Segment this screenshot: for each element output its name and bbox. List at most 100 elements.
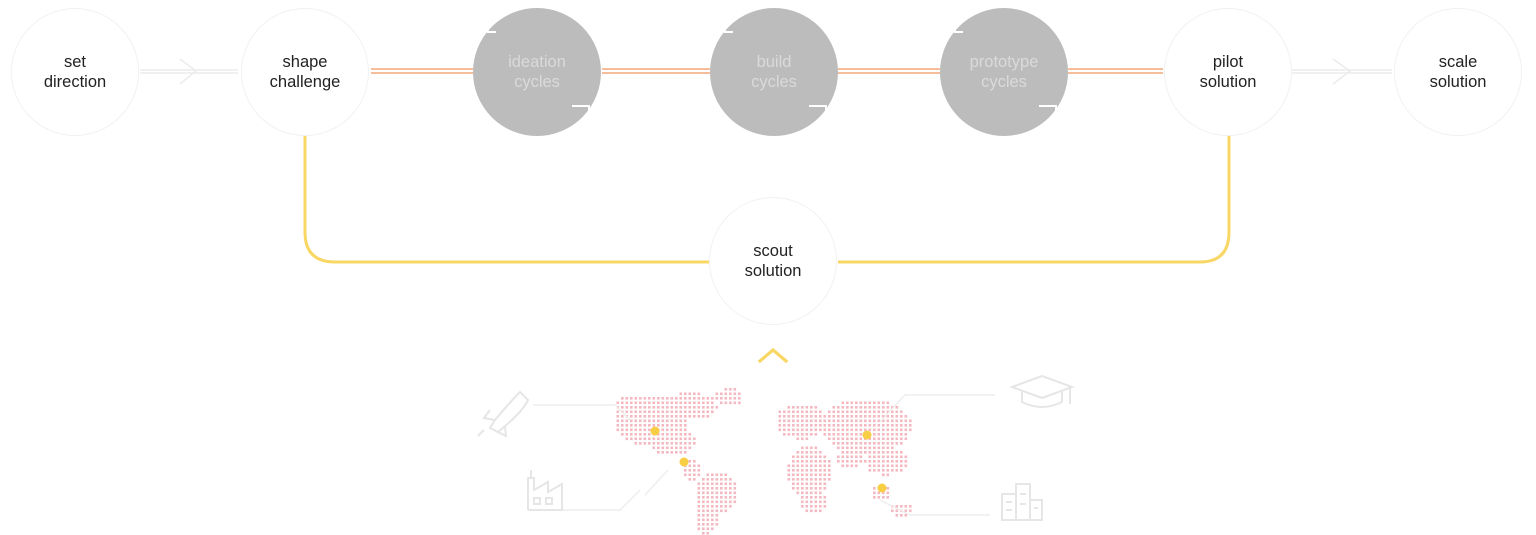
map-dot xyxy=(837,446,840,450)
map-dot xyxy=(801,415,804,418)
map-dot xyxy=(666,401,669,405)
map-dot xyxy=(666,437,669,441)
map-dot xyxy=(657,410,660,414)
map-dot xyxy=(661,415,665,418)
map-dot xyxy=(792,428,795,432)
map-dot xyxy=(895,419,899,423)
node-label-line2: solution xyxy=(1429,73,1487,91)
map-dot xyxy=(823,469,827,472)
map-dot xyxy=(697,491,701,495)
node-shape-challenge[interactable]: shape challenge xyxy=(241,8,369,136)
node-label-line1: prototype xyxy=(969,53,1039,71)
map-dot xyxy=(679,428,683,432)
node-label-line1: pilot xyxy=(1212,53,1244,71)
map-dot xyxy=(819,415,822,418)
map-dot xyxy=(832,406,836,409)
map-dot xyxy=(841,437,845,441)
map-dot xyxy=(819,451,822,454)
map-dot xyxy=(886,460,890,463)
map-dot xyxy=(702,509,705,513)
map-dot xyxy=(666,415,669,418)
map-dot xyxy=(702,514,705,517)
map-dot xyxy=(621,419,624,423)
map-dot xyxy=(900,505,903,508)
map-dot xyxy=(841,401,845,405)
map-dot xyxy=(805,437,809,441)
map-dot xyxy=(634,442,638,445)
map-dot xyxy=(792,424,795,427)
map-dot xyxy=(792,478,795,481)
map-dot xyxy=(828,433,831,436)
map-markers xyxy=(650,426,887,493)
map-dot xyxy=(868,464,872,468)
map-dot xyxy=(909,424,912,427)
map-dot xyxy=(724,482,728,486)
map-dot xyxy=(805,505,809,508)
map-dot xyxy=(729,397,732,400)
map-dot xyxy=(666,397,669,400)
map-dot xyxy=(814,482,818,486)
map-dot xyxy=(850,446,854,450)
map-dot xyxy=(729,496,732,499)
map-dot xyxy=(805,473,809,477)
map-dot xyxy=(724,388,728,391)
factory-icon xyxy=(527,470,563,511)
map-dot xyxy=(657,433,660,436)
map-dot xyxy=(657,437,660,441)
map-dot xyxy=(787,419,791,423)
map-dot xyxy=(823,433,827,436)
map-dot xyxy=(648,424,651,427)
map-dot xyxy=(805,433,809,436)
node-ideation-cycles[interactable]: ideation cycles xyxy=(473,8,601,136)
map-dot xyxy=(859,433,863,436)
node-scale-solution[interactable]: scale solution xyxy=(1394,8,1522,136)
map-dot xyxy=(630,401,633,405)
map-dot xyxy=(679,406,683,409)
map-dot xyxy=(819,491,822,495)
map-dot xyxy=(837,428,840,432)
map-dot xyxy=(859,446,863,450)
map-dot xyxy=(711,527,714,531)
map-dot xyxy=(688,437,692,441)
map-dot xyxy=(855,424,858,427)
node-label-line2: challenge xyxy=(269,73,341,91)
node-build-cycles[interactable]: build cycles xyxy=(710,8,838,136)
map-dot xyxy=(886,401,890,405)
map-dot xyxy=(706,482,710,486)
map-dot xyxy=(801,437,804,441)
node-set-direction[interactable]: set direction xyxy=(11,8,139,136)
map-dot xyxy=(648,410,651,414)
map-dot xyxy=(724,491,728,495)
map-dot xyxy=(841,451,845,454)
map-dot xyxy=(643,428,647,432)
map-dot xyxy=(729,478,732,481)
map-dot xyxy=(796,478,800,481)
map-dot xyxy=(684,392,687,396)
map-dot xyxy=(837,455,840,459)
map-dot xyxy=(715,509,719,513)
map-dot xyxy=(873,433,876,436)
node-pilot-solution[interactable]: pilot solution xyxy=(1164,8,1292,136)
map-dot xyxy=(648,428,651,432)
node-scout-solution[interactable]: scout solution xyxy=(709,197,837,325)
map-dot xyxy=(702,410,705,414)
map-dot xyxy=(697,509,701,513)
map-dot xyxy=(697,464,701,468)
map-dot xyxy=(828,478,831,481)
map-dot xyxy=(706,500,710,504)
map-dot xyxy=(882,401,885,405)
map-dot xyxy=(850,406,854,409)
map-dot xyxy=(684,451,687,454)
map-dot xyxy=(837,410,840,414)
map-dot xyxy=(661,451,665,454)
map-dot xyxy=(720,401,723,405)
map-dot xyxy=(724,500,728,504)
map-dot xyxy=(702,527,705,531)
map-dot xyxy=(882,460,885,463)
map-dot xyxy=(805,509,809,513)
map-dot xyxy=(900,455,903,459)
node-prototype-cycles[interactable]: prototype cycles xyxy=(940,8,1068,136)
map-dot xyxy=(810,469,813,472)
map-dot xyxy=(787,473,791,477)
